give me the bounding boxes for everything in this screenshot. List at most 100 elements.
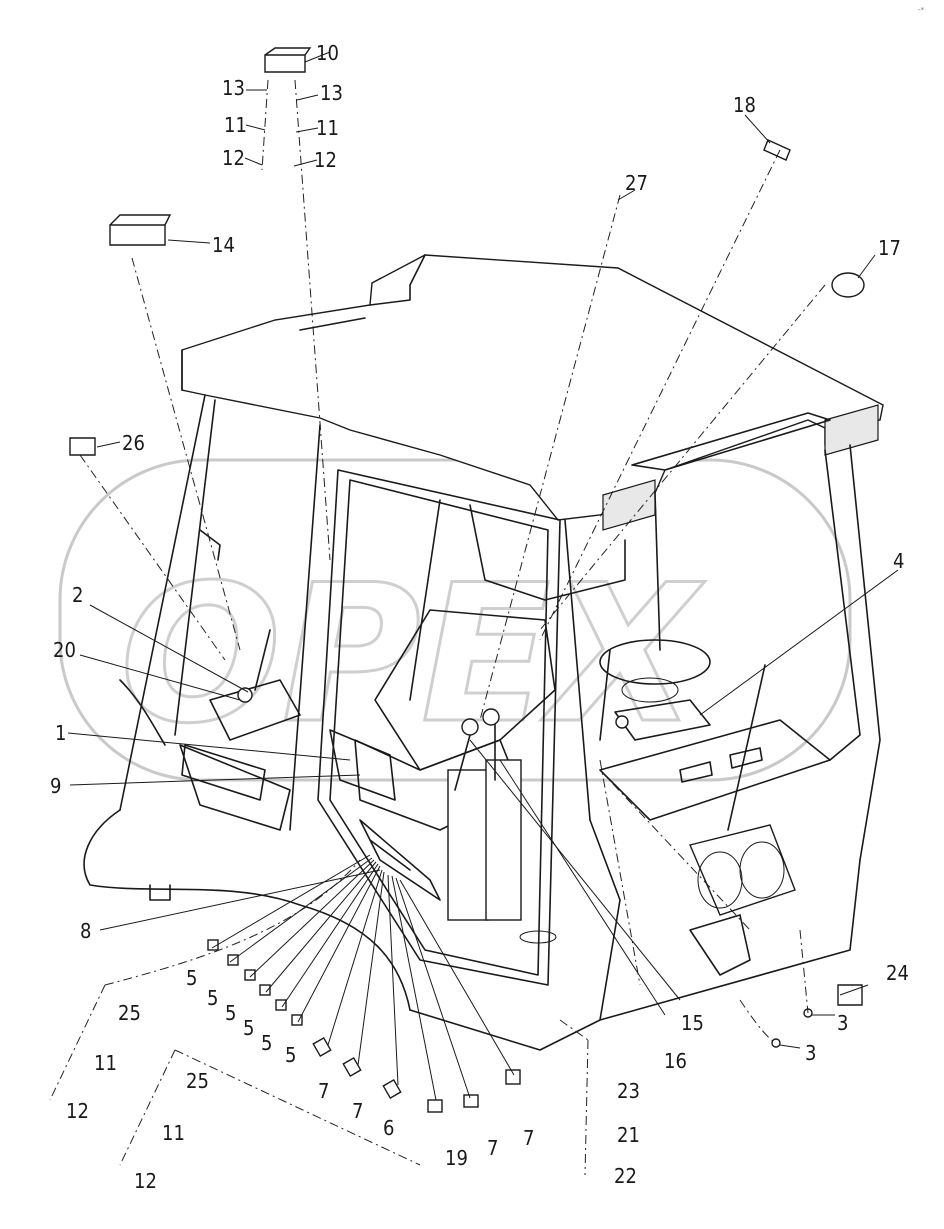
callout-24: 24 [886, 961, 909, 985]
watermark-text: OPEX [120, 544, 706, 765]
leader [79, 654, 241, 701]
cab-roof [181, 254, 884, 531]
pedal-bracket [329, 729, 396, 801]
floor-hole [519, 930, 557, 944]
assembly-line [294, 79, 331, 561]
mid-pillar [289, 424, 321, 831]
callout-12: 12 [314, 148, 337, 172]
callout-16: 16 [664, 1049, 687, 1073]
connector-7 [505, 1069, 521, 1085]
leader [211, 854, 381, 1023]
callout-11: 11 [94, 1051, 117, 1075]
fastener-5 [259, 984, 271, 996]
connector-7 [463, 1094, 479, 1108]
sun-visor [631, 412, 831, 471]
part-20-knob [237, 687, 253, 703]
callout-21: 21 [617, 1123, 640, 1147]
part-17-lamp [831, 272, 865, 298]
leader [779, 1014, 835, 1049]
loose-parts [69, 47, 865, 1113]
steering-assembly [599, 639, 711, 741]
leader-lines [67, 51, 899, 1101]
front-right-inner-pillar [824, 449, 861, 761]
callout-12: 12 [222, 146, 245, 170]
leader [699, 569, 899, 716]
assembly-line [599, 769, 751, 931]
leader [857, 254, 876, 279]
fastener-5 [275, 999, 287, 1011]
joystick-column-left [447, 769, 489, 921]
gauge-left [697, 851, 743, 909]
leader [327, 869, 399, 1086]
leader [99, 869, 381, 931]
callout-7: 7 [523, 1126, 534, 1150]
door-frame [317, 469, 561, 986]
gauge-right [739, 841, 785, 899]
callout-22: 22 [614, 1164, 637, 1188]
lever-pivot [615, 715, 629, 729]
part-18-sensor [763, 139, 791, 161]
leader [839, 984, 869, 996]
part-19-connector [427, 1099, 443, 1113]
assembly-line [174, 1049, 421, 1166]
callout-13: 13 [320, 81, 343, 105]
callout-3: 3 [805, 1041, 816, 1065]
assembly-line [559, 1019, 589, 1041]
part-10-lamp [264, 47, 312, 73]
leader [499, 759, 666, 1016]
callout-25: 25 [118, 1001, 141, 1025]
callout-19: 19 [445, 1146, 468, 1170]
roof-slot [299, 317, 366, 331]
assembly-line [584, 1039, 589, 1176]
callout-26: 26 [122, 431, 145, 455]
connector-strip [369, 839, 411, 871]
callout-4: 4 [893, 549, 904, 573]
callout-labels: 10 13 13 11 11 12 12 18 27 14 17 26 4 2 … [50, 41, 909, 1193]
rear-glass-edge [409, 499, 441, 701]
callout-23: 23 [617, 1079, 640, 1103]
rear-left-pillar [119, 394, 206, 811]
rear-window [469, 504, 626, 601]
callout-3: 3 [837, 1011, 848, 1035]
leader [304, 51, 331, 63]
leader [245, 124, 319, 133]
connector-7 [312, 1036, 332, 1058]
assembly-line [79, 454, 226, 661]
callout-27: 27 [625, 171, 648, 195]
steering-wheel [599, 639, 711, 685]
assembly-line [799, 929, 809, 1014]
windshield-inner-edge [654, 492, 661, 651]
assembly-line [599, 759, 641, 986]
part-26-switch [69, 437, 96, 456]
callout-25: 25 [186, 1069, 209, 1093]
callout-10: 10 [316, 41, 339, 65]
multifunction-lever [614, 699, 711, 741]
callout-17: 17 [878, 236, 901, 260]
window-latch [199, 529, 221, 561]
part-14-relay-box [109, 214, 172, 246]
cab-body [83, 719, 861, 1051]
cab-frame [119, 394, 881, 986]
leader [96, 441, 121, 448]
callout-9: 9 [50, 774, 61, 798]
front-left-pillar [564, 519, 591, 821]
callout-6: 6 [383, 1116, 394, 1140]
leader [469, 739, 681, 1001]
callout-5: 5 [225, 1001, 236, 1025]
vent-grille [181, 744, 266, 801]
left-console [179, 744, 291, 831]
left-lever [254, 629, 271, 691]
part-24-switch [837, 984, 863, 1006]
assembly-line [119, 1049, 176, 1166]
front-lower-panel [589, 819, 621, 1021]
leader [246, 89, 319, 101]
joystick-knob-left [461, 718, 479, 736]
joystick-knob-right [482, 708, 500, 726]
assembly-line [539, 284, 826, 631]
callout-13: 13 [222, 76, 245, 100]
callout-11: 11 [224, 113, 247, 137]
switch-block [689, 914, 751, 976]
part-7-connectors [312, 1036, 521, 1108]
